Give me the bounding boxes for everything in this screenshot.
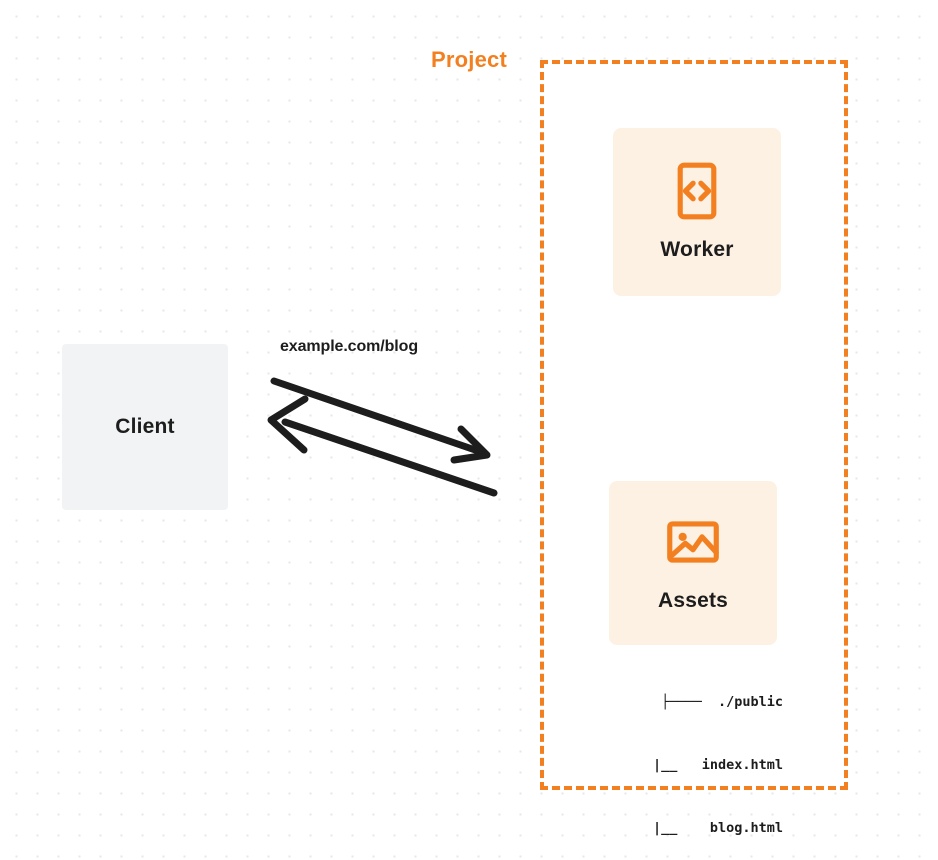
assets-file-tree: ├──── ./public |__ index.html |__ blog.h… — [588, 650, 783, 860]
client-label: Client — [115, 415, 175, 438]
client-node[interactable]: Client — [62, 344, 228, 510]
request-arrow — [270, 377, 491, 464]
file-tree-row: |__ blog.html — [620, 820, 783, 836]
project-title: Project — [425, 47, 513, 73]
assets-label: Assets — [657, 589, 729, 612]
file-tree-row: |__ index.html — [620, 757, 783, 773]
worker-node[interactable]: Worker — [613, 128, 781, 296]
edge-label: example.com/blog — [280, 338, 418, 355]
image-icon — [667, 521, 719, 563]
code-brackets-icon — [677, 162, 717, 220]
assets-node[interactable]: Assets — [609, 481, 777, 645]
response-arrow — [267, 395, 498, 497]
file-tree-row: ├──── ./public — [661, 694, 783, 710]
worker-label: Worker — [660, 238, 734, 261]
